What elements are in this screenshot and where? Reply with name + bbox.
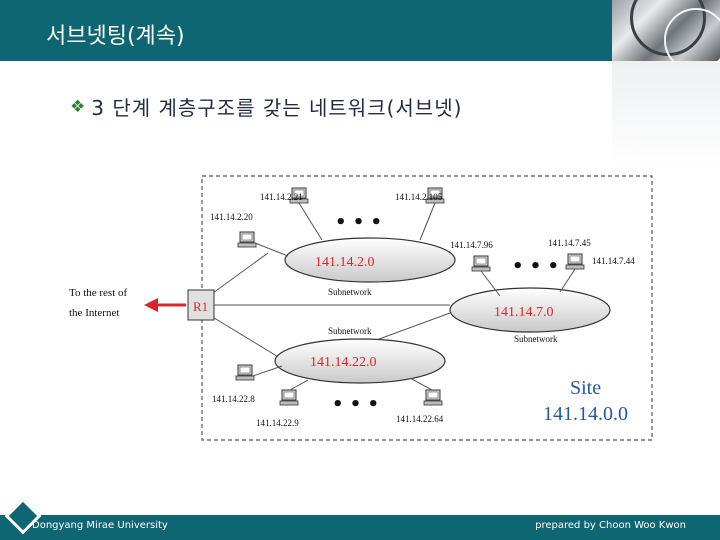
subnet-bottom-caption: Subnetwork — [328, 326, 372, 336]
subnet-bottom-cloud — [274, 338, 446, 384]
header-bar — [0, 0, 720, 61]
subnet-top-caption: Subnetwork — [328, 287, 372, 297]
header-corner-image — [612, 0, 720, 72]
host-pc-icon — [471, 255, 491, 272]
subnet-right-cloud — [449, 287, 611, 333]
site-label: Site — [570, 377, 601, 399]
ellipsis-dots: • • • — [332, 394, 379, 415]
subnet-right-caption: Subnetwork — [514, 334, 558, 344]
host-label: 141.14.2.20 — [210, 212, 253, 222]
ellipsis-dots: • • • — [512, 256, 559, 277]
host-pc-icon — [237, 231, 257, 248]
subnet-top-address: 141.14.2.0 — [315, 255, 375, 270]
arrow-label-line2: the Internet — [69, 307, 119, 319]
footer-bar — [0, 515, 720, 540]
host-label: 141.14.2.21 — [260, 192, 303, 202]
host-label: 141.14.22.64 — [396, 414, 444, 424]
ellipsis-dots: • • • — [335, 212, 382, 233]
host-label: 141.14.2.105 — [395, 192, 443, 202]
router-label: R1 — [193, 299, 208, 314]
host-label: 141.14.7.96 — [450, 240, 493, 250]
bullet-text: 3 단계 계층구조를 갖는 네트워크(서브넷) — [91, 96, 463, 120]
footer-right-text: prepared by Choon Woo Kwon — [535, 520, 686, 531]
subnet-top-cloud — [284, 237, 456, 283]
slide-title: 서브넷팅(계속) — [46, 24, 185, 49]
site-address: 141.14.0.0 — [543, 403, 628, 425]
link-router-top — [205, 252, 269, 299]
bullet-item: ❖ 3 단계 계층구조를 갖는 네트워크(서브넷) — [70, 92, 462, 121]
network-diagram: 141.14.2.0 141.14.7.0 141.14.22.0 Subnet… — [69, 175, 653, 441]
internet-arrow-head — [144, 298, 158, 312]
host-label: 141.14.22.8 — [212, 394, 255, 404]
decorative-strip — [612, 61, 720, 166]
host-pc-icon — [235, 364, 255, 381]
diamond-bullet-icon: ❖ — [70, 96, 86, 117]
host-label: 141.14.22.9 — [256, 418, 299, 428]
arrow-label-line1: To the rest of — [69, 287, 128, 299]
host-label: 141.14.7.44 — [592, 256, 635, 266]
subnet-bottom-address: 141.14.22.0 — [310, 355, 377, 370]
link-router-bottom — [205, 312, 281, 359]
host-pc-icon — [565, 253, 585, 270]
router-box — [187, 289, 215, 321]
footer-left-text: Dongyang Mirae University — [32, 520, 168, 531]
host-pc-icon — [423, 389, 443, 406]
subnet-right-address: 141.14.7.0 — [494, 305, 554, 320]
host-pc-icon — [279, 389, 299, 406]
host-label: 141.14.7.45 — [548, 238, 591, 248]
